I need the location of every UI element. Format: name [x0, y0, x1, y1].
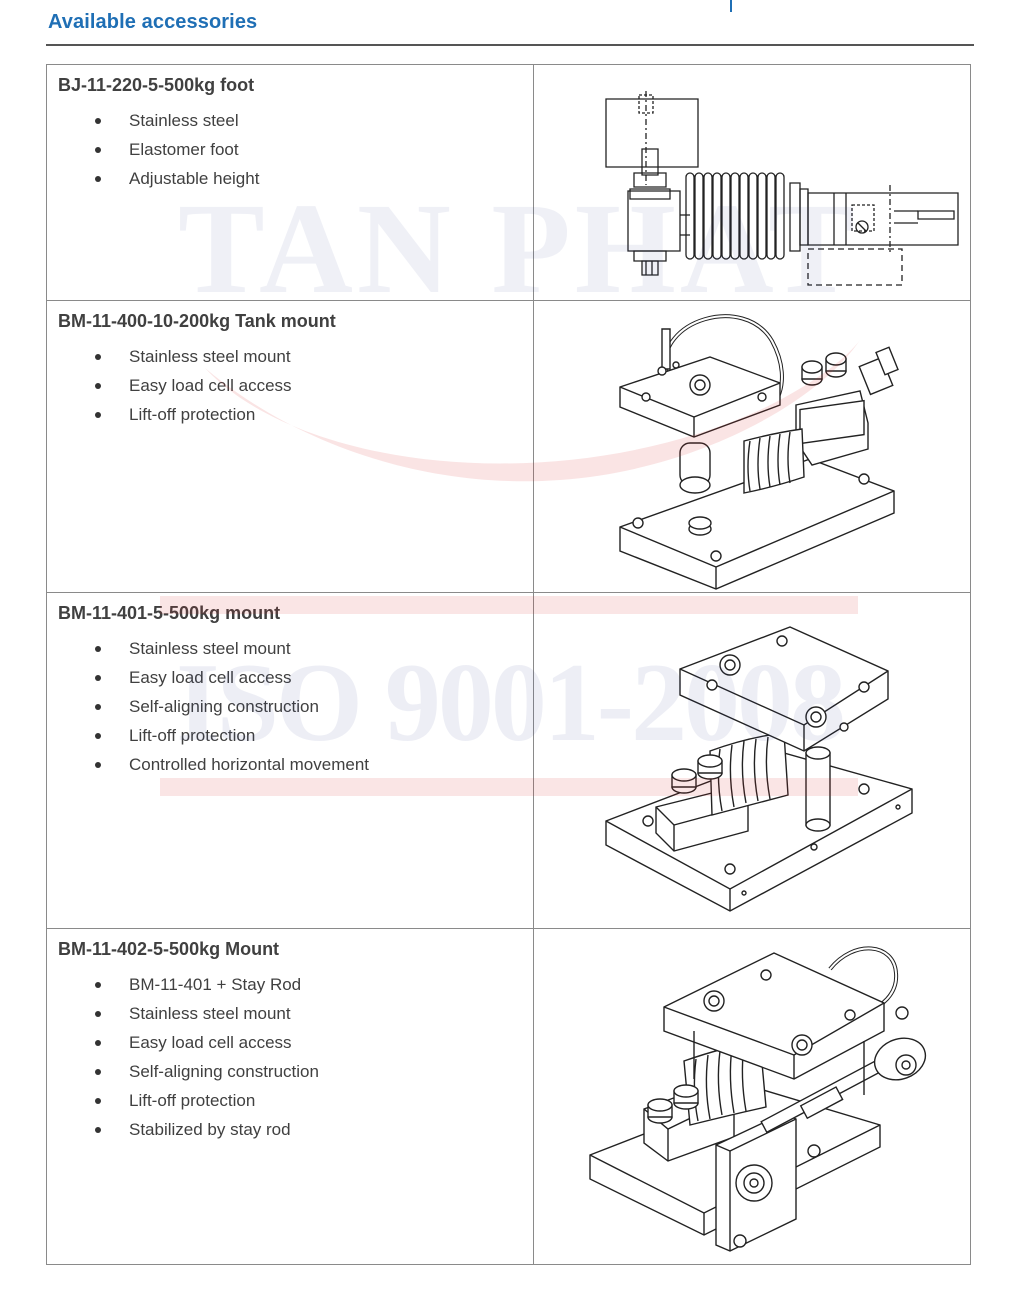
feature-list: Stainless steel mount Easy load cell acc… [58, 638, 533, 776]
header-tick-mark [730, 0, 732, 12]
accessory-description: BJ-11-220-5-500kg foot Stainless steel E… [46, 64, 534, 301]
feature-item: Self-aligning construction [58, 1061, 533, 1083]
foot-with-load-cell-drawing [534, 65, 982, 301]
feature-item: Easy load cell access [58, 1032, 533, 1054]
feature-list: BM-11-401 + Stay Rod Stainless steel mou… [58, 974, 533, 1141]
accessory-description: BM-11-401-5-500kg mount Stainless steel … [46, 592, 534, 929]
table-row: BM-11-401-5-500kg mount Stainless steel … [46, 592, 971, 929]
feature-item: Lift-off protection [58, 404, 533, 426]
accessory-drawing-cell [533, 300, 971, 593]
self-aligning-mount-drawing [534, 593, 982, 929]
feature-item: Stainless steel mount [58, 1003, 533, 1025]
table-row: BM-11-402-5-500kg Mount BM-11-401 + Stay… [46, 928, 971, 1265]
feature-item: Self-aligning construction [58, 696, 533, 718]
feature-item: Easy load cell access [58, 667, 533, 689]
product-name: BM-11-401-5-500kg mount [58, 603, 281, 623]
accessories-table: BJ-11-220-5-500kg foot Stainless steel E… [46, 64, 971, 1265]
feature-item: Controlled horizontal movement [58, 754, 533, 776]
table-row: BJ-11-220-5-500kg foot Stainless steel E… [46, 64, 971, 301]
table-row: BM-11-400-10-200kg Tank mount Stainless … [46, 300, 971, 593]
page-header: Available accessories [46, 0, 974, 46]
feature-item: Easy load cell access [58, 375, 533, 397]
accessory-description: BM-11-400-10-200kg Tank mount Stainless … [46, 300, 534, 593]
feature-item: Elastomer foot [58, 139, 533, 161]
tank-mount-drawing [534, 301, 982, 593]
page-title: Available accessories [48, 11, 258, 33]
feature-item: Adjustable height [58, 168, 533, 190]
stay-rod-mount-drawing [534, 929, 982, 1265]
product-name: BM-11-400-10-200kg Tank mount [58, 311, 336, 331]
feature-list: Stainless steel mount Easy load cell acc… [58, 346, 533, 426]
feature-item: Lift-off protection [58, 725, 533, 747]
feature-item: BM-11-401 + Stay Rod [58, 974, 533, 996]
accessory-drawing-cell [533, 592, 971, 929]
product-name: BJ-11-220-5-500kg foot [58, 75, 255, 95]
feature-item: Stabilized by stay rod [58, 1119, 533, 1141]
accessory-drawing-cell [533, 64, 971, 301]
feature-item: Stainless steel [58, 110, 533, 132]
feature-item: Lift-off protection [58, 1090, 533, 1112]
accessory-description: BM-11-402-5-500kg Mount BM-11-401 + Stay… [46, 928, 534, 1265]
feature-list: Stainless steel Elastomer foot Adjustabl… [58, 110, 533, 190]
accessory-drawing-cell [533, 928, 971, 1265]
product-name: BM-11-402-5-500kg Mount [58, 939, 280, 959]
feature-item: Stainless steel mount [58, 346, 533, 368]
feature-item: Stainless steel mount [58, 638, 533, 660]
